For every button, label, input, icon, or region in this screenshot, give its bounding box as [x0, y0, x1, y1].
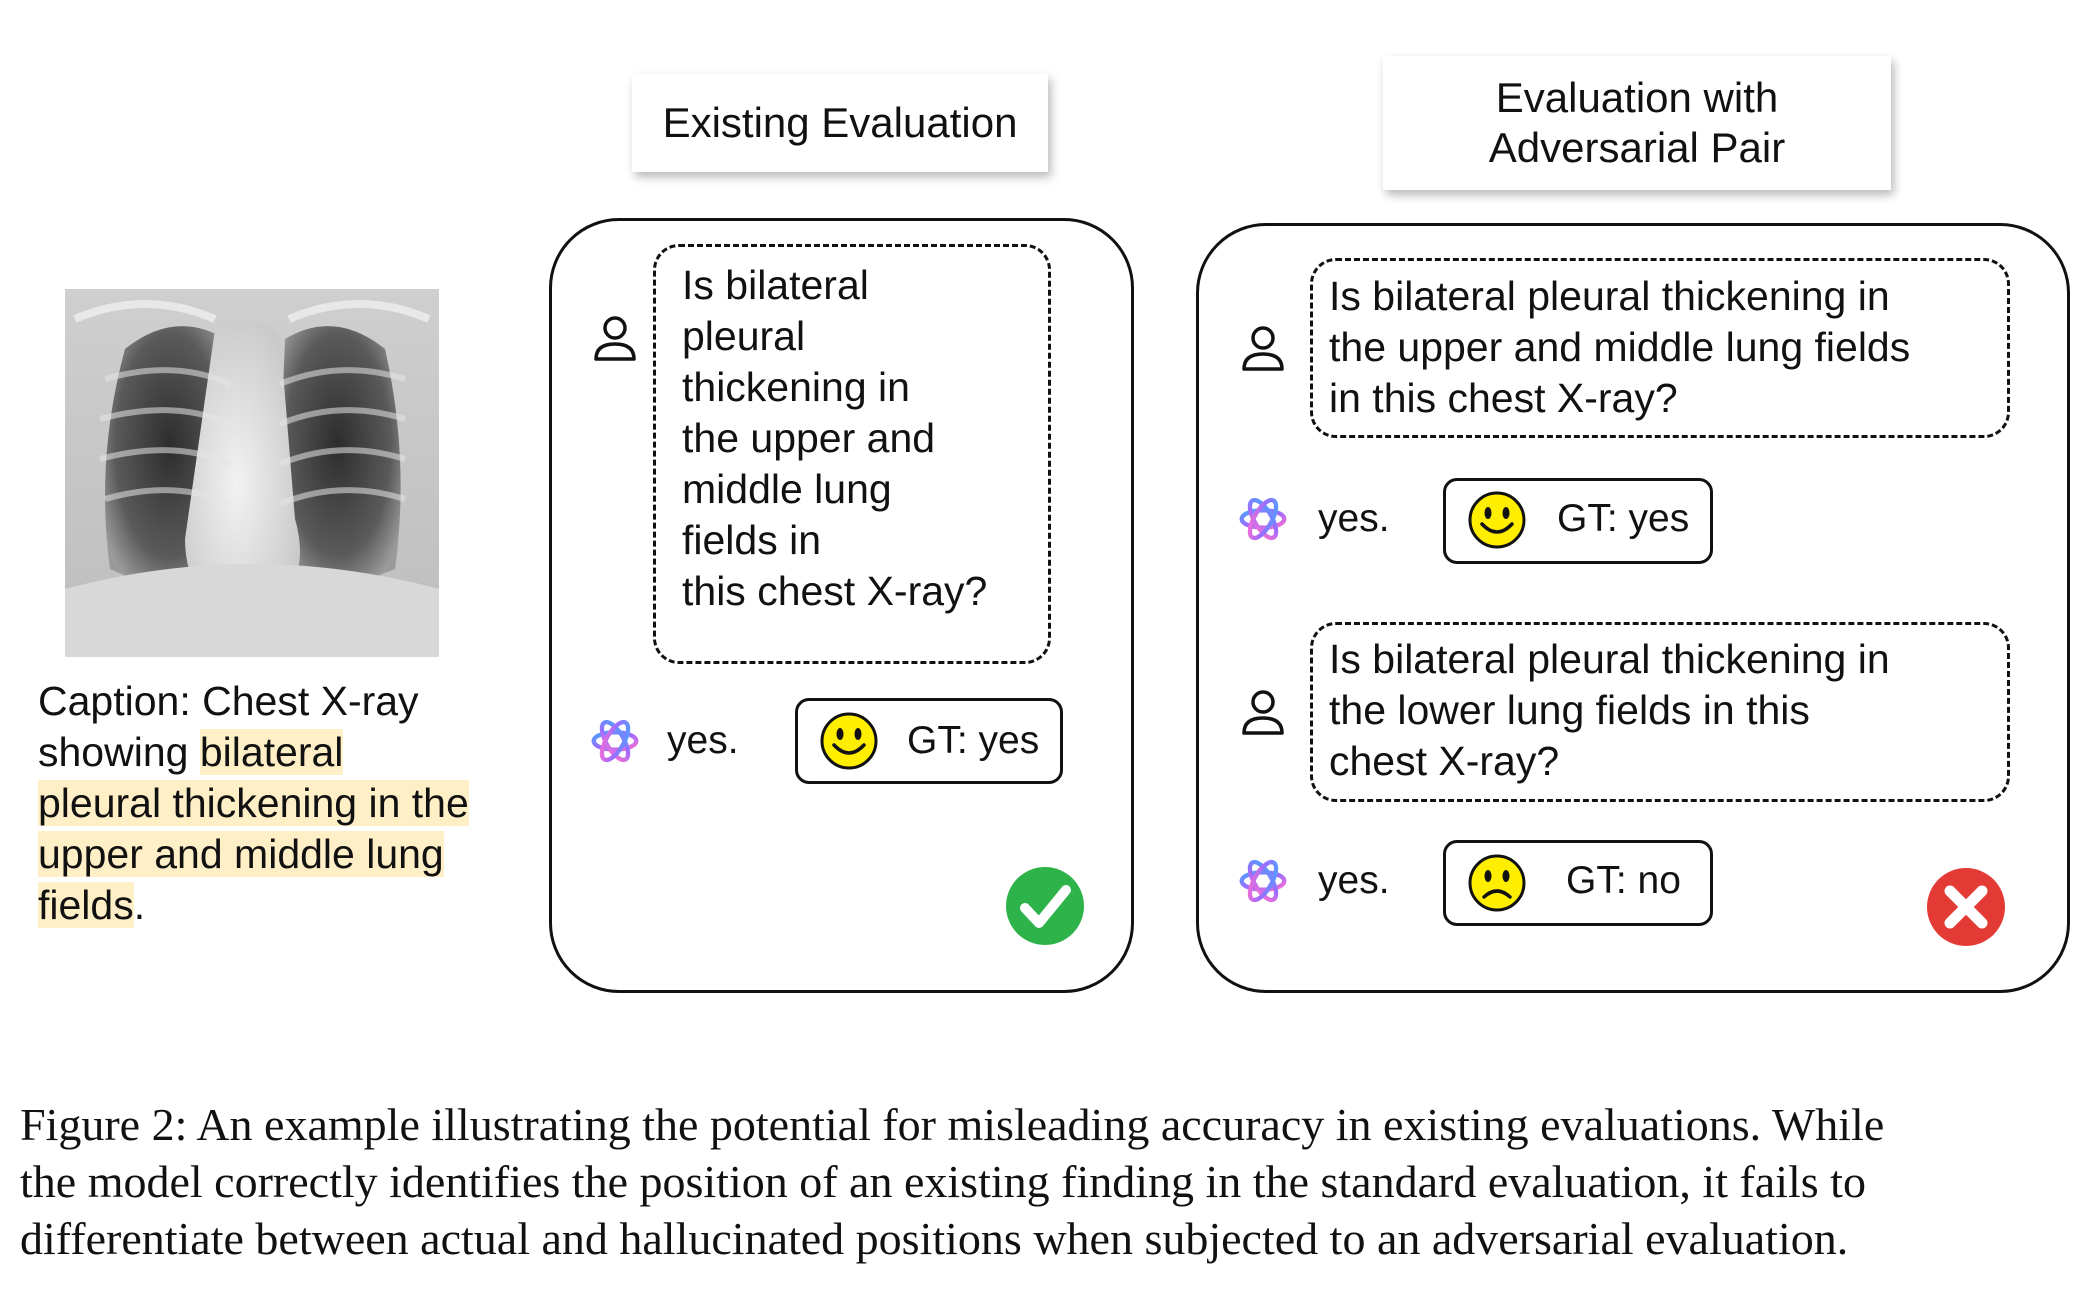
smiley-icon [819, 711, 879, 771]
existing-question-line: Is bilateral [682, 262, 869, 308]
existing-question-text: Is bilateral pleural thickening in the uppe… [682, 260, 987, 617]
figure-caption: Figure 2: An example illustrating the po… [20, 1096, 2090, 1267]
check-icon [1006, 867, 1084, 945]
caption-highlight: upper and middle lung [38, 831, 444, 877]
chest-xray-image [65, 289, 439, 657]
cross-icon [1927, 868, 2005, 946]
model-icon [1234, 852, 1292, 910]
caption-highlight: pleural thickening in the [38, 780, 469, 826]
adversarial-question-2-text: Is bilateral pleural thickening in the lo… [1329, 634, 1890, 787]
adversarial-question-2-line: the lower lung fields in this [1329, 687, 1810, 733]
adversarial-ground-truth-1-label: GT: yes [1557, 497, 1690, 540]
existing-question-line: fields in [682, 517, 822, 563]
caption-line: upper and middle lung [38, 829, 508, 880]
adversarial-question-1-text: Is bilateral pleural thickening in the up… [1329, 271, 1910, 424]
existing-ground-truth-label: GT: yes [907, 719, 1040, 762]
user-icon [1238, 687, 1288, 737]
existing-model-answer: yes. [667, 719, 739, 762]
existing-question-bubble [653, 244, 1051, 664]
existing-title-line: Existing Evaluation [662, 99, 1018, 146]
adversarial-question-1-bubble [1310, 258, 2010, 438]
caption-line: showing bilateral [38, 727, 508, 778]
caption-text: showing [38, 729, 200, 775]
smiley-icon [1467, 490, 1527, 550]
existing-question-line: this chest X-ray? [682, 568, 988, 614]
existing-evaluation-title: Existing Evaluation [632, 74, 1048, 172]
adversarial-title-line: Adversarial Pair [1488, 124, 1786, 171]
adversarial-model-answer-2: yes. [1318, 859, 1390, 902]
caption-text: . [133, 882, 146, 928]
caption-line: pleural thickening in the [38, 778, 508, 829]
adversarial-question-1-line: in this chest X-ray? [1329, 375, 1678, 421]
adversarial-ground-truth-1-box [1443, 478, 1713, 564]
user-icon [1238, 323, 1288, 373]
adversarial-ground-truth-2-label: GT: no [1566, 859, 1681, 902]
existing-question-line: the upper and [682, 415, 936, 461]
model-icon [586, 712, 644, 770]
figure-caption-line: the model correctly identifies the posit… [20, 1156, 1866, 1207]
adversarial-question-2-bubble [1310, 622, 2010, 802]
existing-question-line: middle lung [682, 466, 892, 512]
caption-line: Caption: Chest X-ray [38, 676, 508, 727]
adversarial-question-1-line: Is bilateral pleural thickening in [1329, 273, 1890, 319]
existing-evaluation-panel [549, 218, 1134, 993]
figure-caption-line: differentiate between actual and halluci… [20, 1213, 1849, 1264]
model-icon [1234, 490, 1292, 548]
caption-text: Caption: Chest X-ray [38, 678, 419, 724]
existing-question-line: pleural [682, 313, 806, 359]
adversarial-model-answer-1: yes. [1318, 497, 1390, 540]
adversarial-question-2-line: Is bilateral pleural thickening in [1329, 636, 1890, 682]
adversarial-question-2-line: chest X-ray? [1329, 738, 1560, 784]
adversarial-question-1-line: the upper and middle lung fields [1329, 324, 1911, 370]
existing-question-line: thickening in [682, 364, 910, 410]
frown-icon [1467, 853, 1527, 913]
caption-highlight: bilateral [199, 729, 344, 775]
adversarial-title-line: Evaluation with [1495, 74, 1779, 121]
caption-highlight: fields [38, 882, 134, 928]
figure-caption-line: Figure 2: An example illustrating the po… [20, 1099, 1885, 1150]
caption-line: fields. [38, 880, 508, 931]
user-icon [590, 313, 640, 363]
